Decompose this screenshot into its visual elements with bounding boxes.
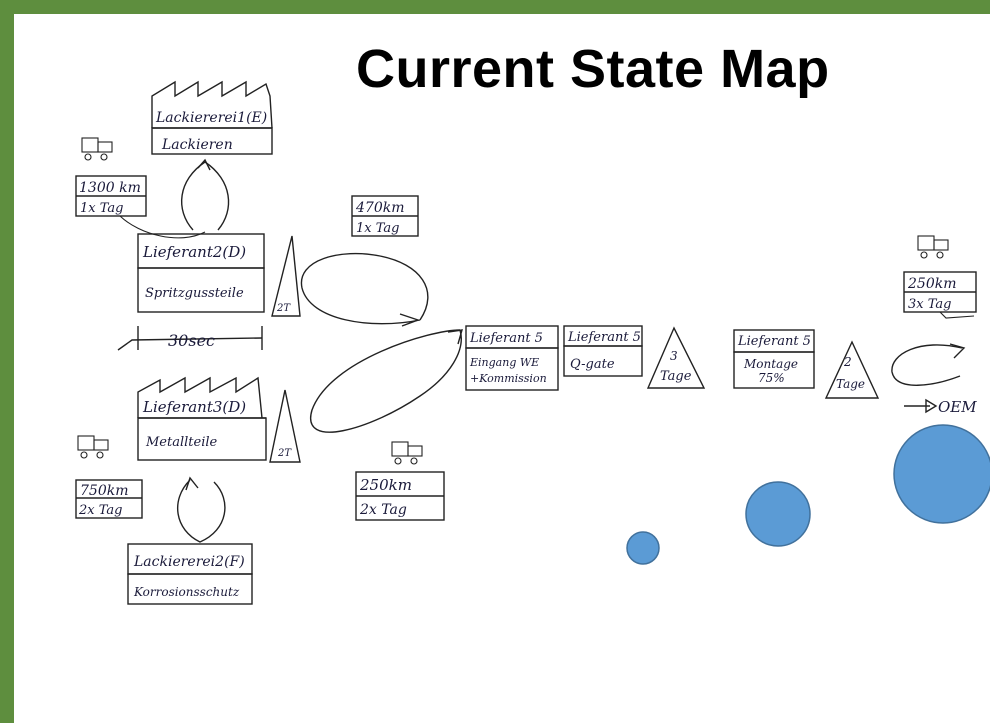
lieferant5-eingang-name: Lieferant 5 (469, 331, 543, 346)
lieferant5-eingang-process: Lieferant 5 Eingang WE +Kommission (465, 325, 559, 391)
transport-4-arrow (309, 329, 462, 433)
transport-box-4: 250km 2x Tag (355, 471, 445, 521)
lackiererei2-process: Lackiererei2(F) Korrosionsschutz (127, 543, 253, 605)
loop-arrow-icon (176, 479, 226, 543)
lieferant2-activity: Spritzgussteile (145, 286, 244, 301)
lackiererei2-name: Lackiererei2(F) (133, 554, 245, 570)
inventory-triangle-icon: 2T (271, 235, 301, 317)
transport-4-frequency: 2x Tag (359, 502, 407, 518)
lackiererei1-name: Lackiererei1(E) (155, 110, 267, 126)
bubble-medium (745, 481, 811, 547)
qgate-inventory-unit: Tage (660, 369, 692, 384)
transport-1-distance: 1300 km (79, 180, 141, 196)
lieferant3-activity: Metallteile (145, 435, 218, 450)
lieferant2-inventory: 2T (276, 303, 291, 314)
inventory-triangle-icon: 3 Tage (646, 326, 706, 389)
transport-5-distance: 250km (907, 276, 956, 292)
transport-3-frequency: 2x Tag (78, 503, 122, 518)
transport-2-frequency: 1x Tag (356, 221, 399, 236)
lieferant5-montage-name: Lieferant 5 (737, 334, 811, 349)
transport-2-arrow (300, 252, 429, 325)
lieferant5-montage-activity-2: 75% (758, 371, 785, 385)
lieferant5-eingang-activity-1: Eingang WE (469, 356, 539, 369)
montage-inventory-count: 2 (843, 355, 852, 369)
transport-5-frequency: 3x Tag (908, 297, 951, 312)
transport-box-1: 1300 km 1x Tag (75, 175, 147, 217)
truck-icon (77, 435, 109, 459)
push-arrow-icon (904, 398, 938, 414)
transport-box-2: 470km 1x Tag (351, 195, 419, 237)
transport-box-3: 750km 2x Tag (75, 479, 143, 519)
lieferant5-qgate-name: Lieferant 5 (567, 330, 641, 345)
lieferant3-process: Lieferant3(D) Metallteile (137, 376, 267, 461)
lieferant5-montage-activity-1: Montage (743, 357, 798, 371)
slide-frame-top (0, 0, 990, 14)
loop-arrow-icon (891, 344, 963, 386)
loop-arrow-icon (180, 161, 230, 231)
bubble-large (893, 424, 990, 524)
bubble-small (626, 531, 660, 565)
lieferant2-name: Lieferant2(D) (142, 243, 246, 261)
transport-1-frequency: 1x Tag (80, 201, 123, 216)
truck-icon (391, 441, 423, 465)
customer-label: OEM (938, 398, 977, 416)
cycle-time-box: 30sec (117, 326, 263, 351)
truck-icon (81, 137, 113, 161)
factory-icon (137, 376, 263, 419)
lackiererei1-activity: Lackieren (161, 137, 233, 153)
lieferant5-qgate-process: Lieferant 5 Q-gate (563, 325, 643, 377)
lackiererei2-activity: Korrosionsschutz (133, 585, 240, 599)
lieferant3-inventory: 2T (277, 448, 292, 459)
truck-icon (917, 235, 949, 259)
lieferant5-montage-process: Lieferant 5 Montage 75% (733, 329, 815, 389)
cycle-time: 30sec (168, 331, 215, 350)
slide-title: Current State Map (356, 39, 830, 99)
qgate-inventory-count: 3 (670, 349, 678, 363)
lieferant5-qgate-activity: Q-gate (570, 357, 615, 372)
montage-inventory-unit: Tage (836, 377, 865, 391)
transport-4-distance: 250km (359, 476, 412, 494)
transport-box-5: 250km 3x Tag (903, 271, 977, 313)
transport-2-distance: 470km (355, 200, 404, 216)
inventory-triangle-icon: 2T (269, 389, 301, 463)
transport-3-distance: 750km (80, 483, 128, 499)
lackiererei1-process: Lackiererei1(E) Lackieren (151, 80, 273, 155)
lieferant2-process: Lieferant2(D) Spritzgussteile (137, 233, 265, 313)
slide-frame-left (0, 0, 14, 723)
factory-icon (151, 80, 273, 129)
inventory-triangle-icon: 2 Tage (824, 340, 880, 399)
lieferant5-eingang-activity-2: +Kommission (470, 372, 547, 385)
lieferant3-name: Lieferant3(D) (142, 398, 246, 416)
